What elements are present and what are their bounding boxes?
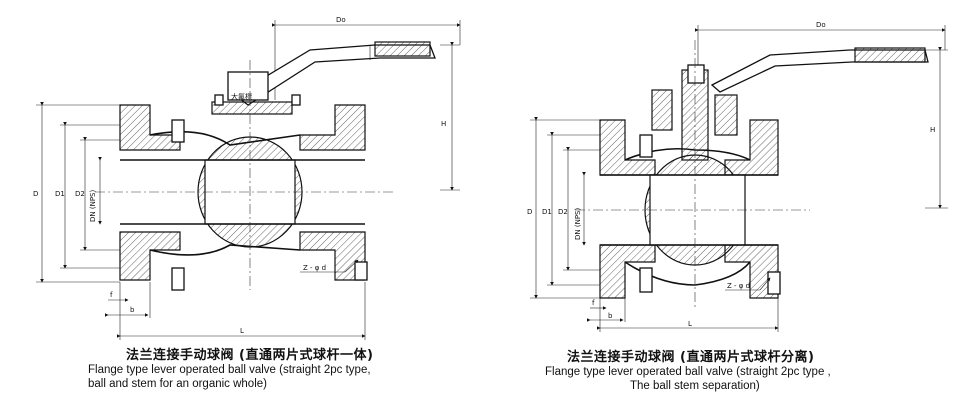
right-l-label: L <box>688 320 692 328</box>
left-f-label: f <box>110 291 113 299</box>
left-l-label: L <box>240 327 244 335</box>
left-caption: 法兰连接手动球阀 (直通两片式球杆一体) Flange type lever o… <box>88 349 373 391</box>
left-do-label: Do <box>336 16 346 24</box>
right-z-label: Z - φ d <box>727 282 750 290</box>
right-d1-label: D1 <box>542 208 552 216</box>
right-f-label: f <box>592 299 595 307</box>
left-h-label: H <box>441 120 446 128</box>
right-b-label: b <box>608 312 613 320</box>
left-d2-label: D2 <box>75 190 85 198</box>
right-d2-label: D2 <box>558 208 568 216</box>
right-do-label: Do <box>816 21 826 29</box>
left-caption-en-1: Flange type lever operated ball valve (s… <box>88 364 371 376</box>
right-valve-drawing: Do H <box>527 21 948 332</box>
left-d1-label: D1 <box>55 190 65 198</box>
right-caption-en-2: The ball stem separation) <box>630 380 760 392</box>
left-valve-drawing: Do H 大氟標 <box>33 16 461 340</box>
right-d-label: D <box>527 208 532 216</box>
right-caption-cn: 法兰连接手动球阀 (直通两片式球杆分离) <box>567 350 815 365</box>
right-caption: 法兰连接手动球阀 (直通两片式球杆分离) Flange type lever o… <box>545 351 831 393</box>
left-caption-cn: 法兰连接手动球阀 (直通两片式球杆一体) <box>126 348 374 363</box>
left-z-label: Z - φ d <box>303 264 326 272</box>
right-dn-label: DN (NPS) <box>574 208 582 240</box>
right-caption-en-1: Flange type lever operated ball valve (s… <box>545 366 831 378</box>
left-d-label: D <box>33 190 38 198</box>
right-h-label: H <box>930 126 935 134</box>
left-tag-label: 大氟標 <box>231 92 252 101</box>
left-caption-en-2: ball and stem for an organic whole) <box>88 378 267 390</box>
left-b-label: b <box>130 306 135 314</box>
left-dn-label: DN (NPS) <box>89 190 97 222</box>
